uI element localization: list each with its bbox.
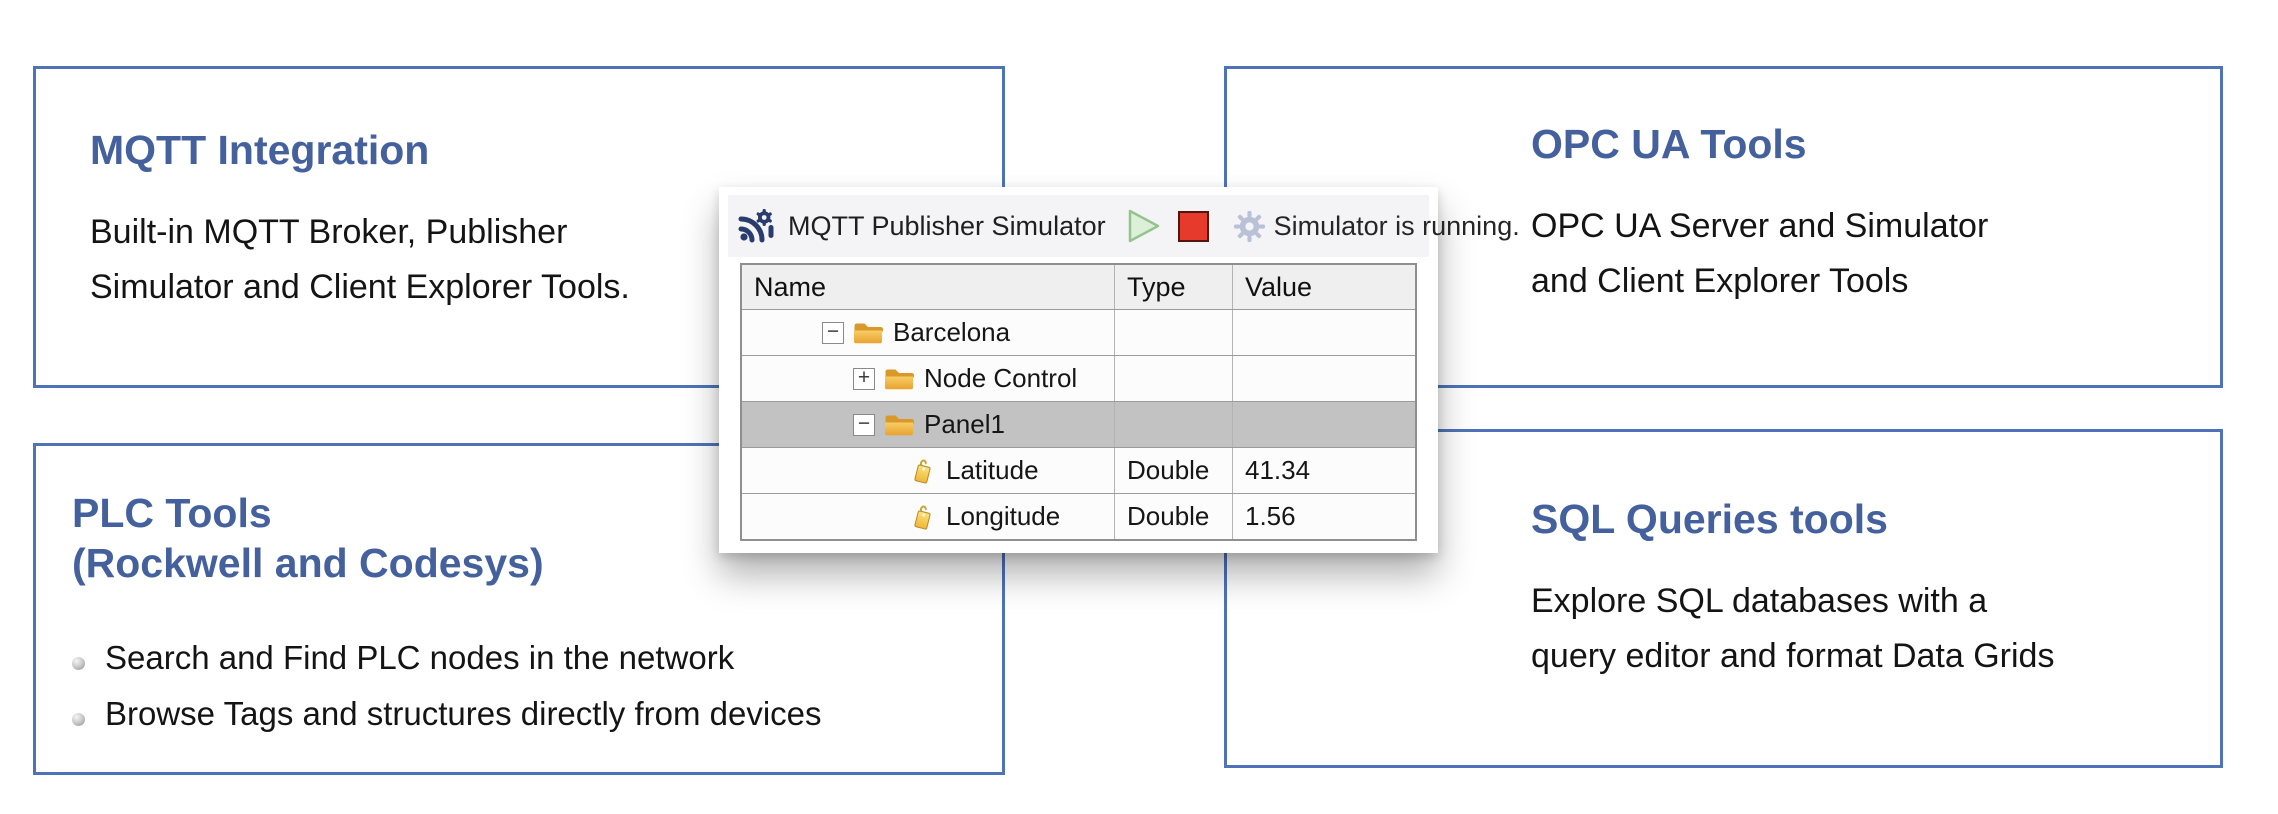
node-label: Longitude xyxy=(946,501,1060,532)
status-text: Simulator is running. xyxy=(1274,211,1520,242)
table-row[interactable]: Latitude Double 41.34 xyxy=(742,447,1415,493)
cell-type xyxy=(1114,402,1232,447)
node-label: Latitude xyxy=(946,455,1039,486)
table-row[interactable]: − Barcelona xyxy=(742,309,1415,355)
folder-icon xyxy=(884,367,914,391)
cell-type: Double xyxy=(1114,448,1232,493)
window-title: MQTT Publisher Simulator xyxy=(788,211,1106,242)
play-icon xyxy=(1126,208,1164,244)
list-item: Browse Tags and structures directly from… xyxy=(72,686,972,742)
bullet-icon xyxy=(72,657,85,670)
collapse-expander-icon[interactable]: − xyxy=(822,322,844,344)
cell-type xyxy=(1114,310,1232,355)
expand-expander-icon[interactable]: + xyxy=(853,368,875,390)
feature-body-opc: OPC UA Server and Simulator and Client E… xyxy=(1531,199,2190,309)
table-row[interactable]: Longitude Double 1.56 xyxy=(742,493,1415,539)
feature-title-opc: OPC UA Tools xyxy=(1531,119,2190,169)
table-row-selected[interactable]: − Panel1 xyxy=(742,401,1415,447)
simulator-toolbar: MQTT Publisher Simulator xyxy=(728,195,1429,257)
gear-icon xyxy=(1233,210,1266,243)
mqtt-app-icon xyxy=(736,208,774,244)
list-item: Search and Find PLC nodes in the network xyxy=(72,630,972,686)
folder-icon xyxy=(853,321,883,345)
settings-button[interactable] xyxy=(1233,210,1266,243)
body-line: OPC UA Server and Simulator xyxy=(1531,199,2190,254)
column-header-value[interactable]: Value xyxy=(1232,265,1415,309)
play-button[interactable] xyxy=(1126,208,1164,244)
collapse-expander-icon[interactable]: − xyxy=(853,414,875,436)
cell-value: 41.34 xyxy=(1232,448,1415,493)
cell-value: 1.56 xyxy=(1232,494,1415,539)
column-header-name[interactable]: Name xyxy=(742,265,1114,309)
cell-type: Double xyxy=(1114,494,1232,539)
mqtt-publisher-simulator-window: MQTT Publisher Simulator xyxy=(719,187,1438,553)
bullet-text: Browse Tags and structures directly from… xyxy=(105,686,822,742)
folder-icon xyxy=(884,413,914,437)
table-header-row: Name Type Value xyxy=(742,265,1415,309)
column-header-type[interactable]: Type xyxy=(1114,265,1232,309)
cell-type xyxy=(1114,356,1232,401)
tag-icon xyxy=(910,457,936,485)
feature-body-sql: Explore SQL databases with a query edito… xyxy=(1531,574,2190,684)
stop-icon xyxy=(1178,211,1209,242)
node-label: Panel1 xyxy=(924,409,1005,440)
node-label: Node Control xyxy=(924,363,1077,394)
feature-title-sql: SQL Queries tools xyxy=(1531,494,2190,544)
body-line: Explore SQL databases with a xyxy=(1531,574,2190,629)
stop-button[interactable] xyxy=(1178,211,1209,242)
cell-value xyxy=(1232,402,1415,447)
body-line: and Client Explorer Tools xyxy=(1531,254,2190,309)
cell-value xyxy=(1232,310,1415,355)
feature-bullets-plc: Search and Find PLC nodes in the network… xyxy=(72,630,972,742)
table-row[interactable]: + Node Control xyxy=(742,355,1415,401)
tag-icon xyxy=(910,503,936,531)
node-label: Barcelona xyxy=(893,317,1010,348)
body-line: query editor and format Data Grids xyxy=(1531,629,2190,684)
bullet-text: Search and Find PLC nodes in the network xyxy=(105,630,734,686)
cell-value xyxy=(1232,356,1415,401)
feature-title-mqtt: MQTT Integration xyxy=(90,125,972,175)
simulator-tree-table: Name Type Value − Barcelona xyxy=(740,263,1417,541)
bullet-icon xyxy=(72,713,85,726)
